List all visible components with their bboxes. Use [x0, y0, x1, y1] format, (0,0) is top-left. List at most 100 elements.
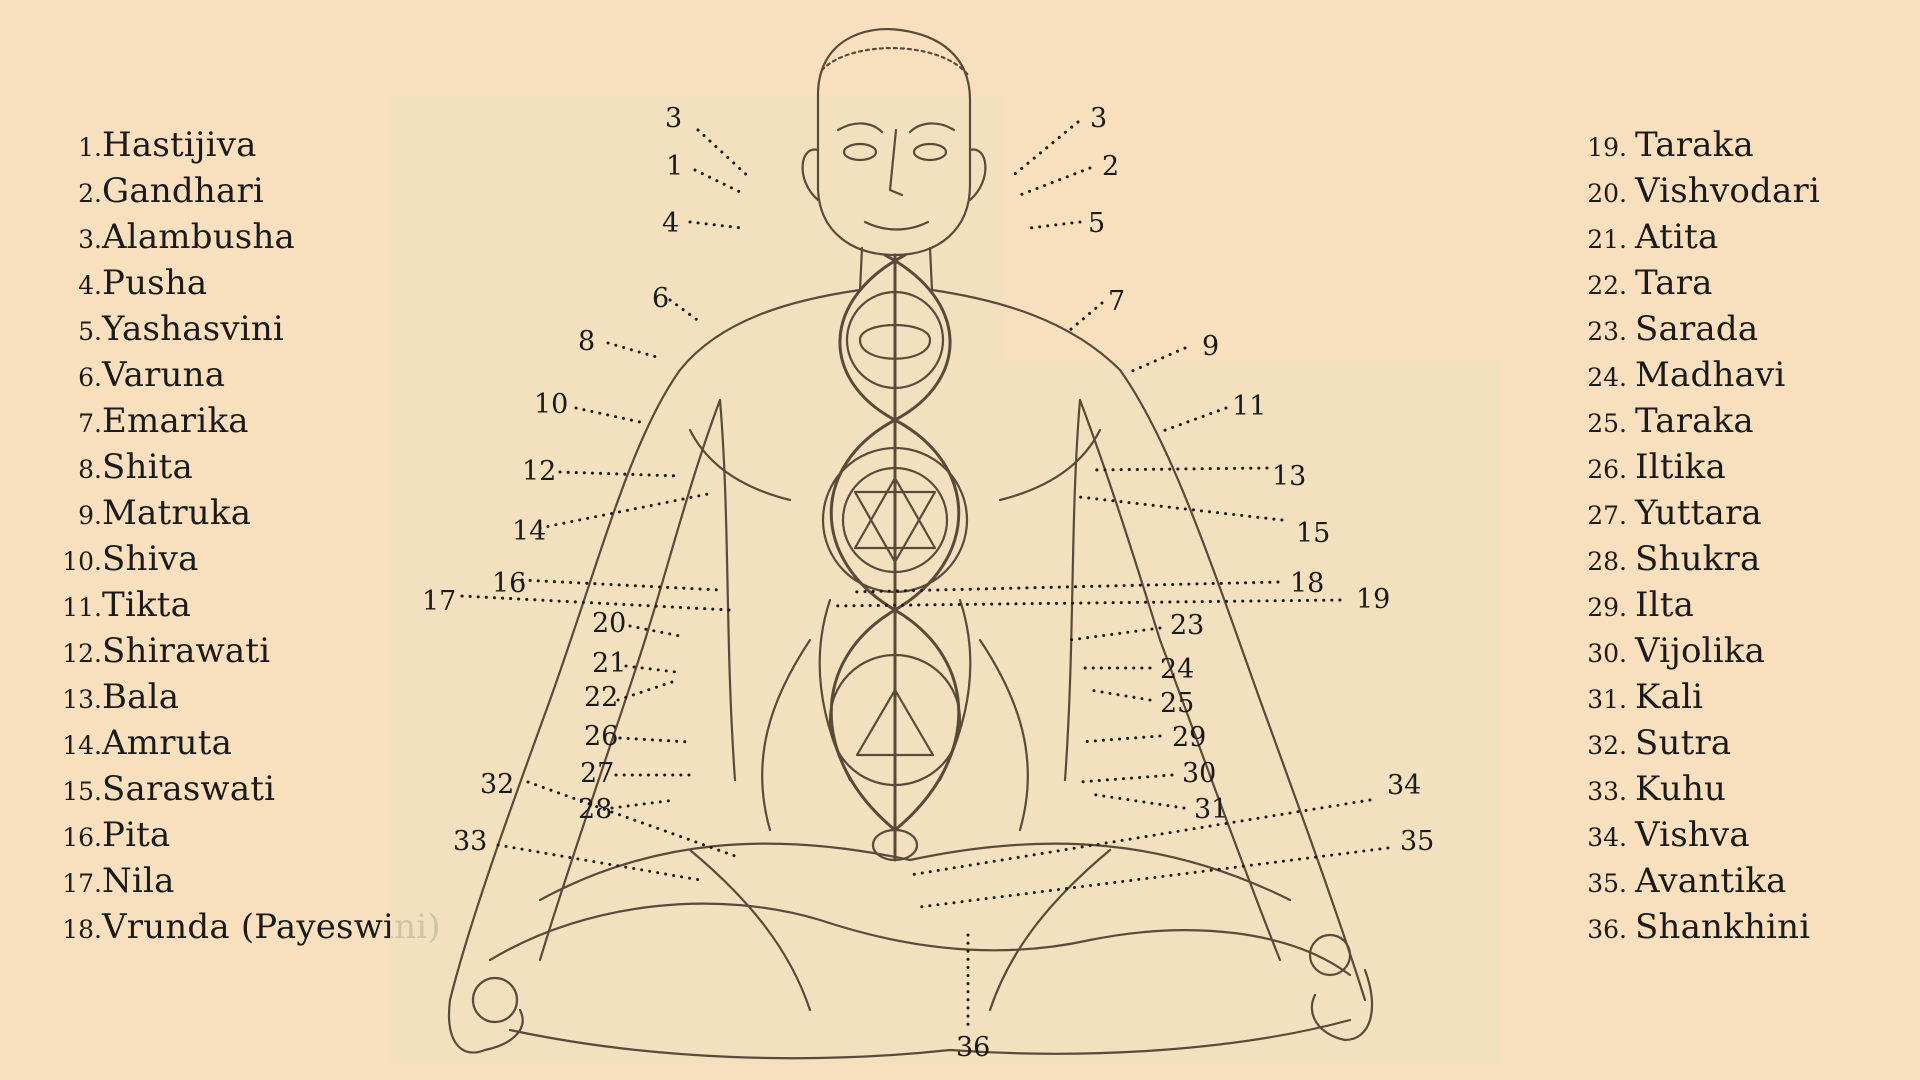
- leader-line: [668, 298, 702, 324]
- figure-number-label: 8: [578, 326, 595, 357]
- legend-number: 2.: [78, 179, 102, 208]
- legend-nadi-name: Atita: [1635, 217, 1719, 257]
- legend-number: 10.: [62, 547, 102, 576]
- legend-number: 19.: [1587, 133, 1627, 162]
- legend-item: 33.Kuhu: [1575, 766, 1905, 812]
- legend-item: 32.Sutra: [1575, 720, 1905, 766]
- figure-number-label: 31: [1194, 794, 1228, 825]
- leader-line: [606, 341, 662, 360]
- leader-line: [496, 843, 702, 882]
- legend-number: 25.: [1587, 409, 1627, 438]
- figure-number-label: 36: [956, 1032, 990, 1063]
- figure-number-label: 14: [512, 516, 546, 547]
- legend-item: 27.Yuttara: [1575, 490, 1905, 536]
- legend-number: 22.: [1587, 271, 1627, 300]
- legend-item: 28.Shukra: [1575, 536, 1905, 582]
- legend-item: 20.Vishvodari: [1575, 168, 1905, 214]
- legend-number: 32.: [1587, 731, 1627, 760]
- legend-number: 17.: [62, 869, 102, 898]
- legend-nadi-name: Hastijiva: [102, 125, 257, 165]
- leader-line: [628, 624, 682, 638]
- legend-nadi-name: Yuttara: [1635, 493, 1762, 533]
- figure-number-label: 35: [1400, 826, 1434, 857]
- legend-nadi-name: Avantika: [1635, 861, 1787, 901]
- legend-item: 7.Emarika: [40, 398, 450, 444]
- legend-nadi-name: Shukra: [1635, 539, 1761, 579]
- legend-number: 7.: [78, 409, 102, 438]
- legend-number: 33.: [1587, 777, 1627, 806]
- legend-item: 35. Avantika: [1575, 858, 1905, 904]
- figure-number-label: 32: [480, 769, 514, 800]
- legend-nadi-name: Taraka: [1635, 401, 1754, 441]
- legend-number: 1.: [78, 133, 102, 162]
- leader-line: [1078, 773, 1174, 784]
- leader-line: [693, 168, 742, 194]
- paper-background: [390, 95, 1500, 1065]
- leader-line: [1008, 120, 1080, 180]
- figure-number-label: 25: [1160, 688, 1194, 719]
- legend-number: 5.: [78, 317, 102, 346]
- legend-item: 19. Taraka: [1575, 122, 1905, 168]
- figure-number-label: 11: [1232, 391, 1266, 422]
- legend-number: 16.: [62, 823, 102, 852]
- legend-item: 2.Gandhari: [40, 168, 450, 214]
- legend-number: 35.: [1587, 869, 1627, 898]
- legend-number: 18.: [62, 915, 102, 944]
- legend-nadi-name: Amruta: [102, 723, 233, 763]
- legend-item: 8.Shita: [40, 444, 450, 490]
- legend-nadi-name: Sarada: [1635, 309, 1759, 349]
- legend-number: 6.: [78, 363, 102, 392]
- legend-item: 26.Iltika: [1575, 444, 1905, 490]
- legend-number: 14.: [62, 731, 102, 760]
- legend-number: 15.: [62, 777, 102, 806]
- legend-nadi-name: Pita: [102, 815, 171, 855]
- leader-line: [610, 798, 677, 810]
- legend-item: 21.Atita: [1575, 214, 1905, 260]
- leader-line: [848, 580, 1280, 594]
- leader-line: [1068, 626, 1162, 642]
- legend-item: 25. Taraka: [1575, 398, 1905, 444]
- legend-nadi-name: Pusha: [102, 263, 208, 303]
- legend-nadi-name: Ilta: [1635, 585, 1695, 625]
- legend-nadi-name: Tara: [1635, 263, 1713, 303]
- legend-nadi-name: Saraswati: [102, 769, 276, 809]
- legend-item: 1.Hastijiva: [40, 122, 450, 168]
- figure-number-label: 34: [1387, 770, 1421, 801]
- leader-lines: [460, 120, 1390, 1027]
- figure-number-label: 23: [1170, 610, 1204, 641]
- figure-number-label: 22: [584, 682, 618, 713]
- legend-nadi-name: Gandhari: [102, 171, 264, 211]
- figure-number-label: 7: [1108, 286, 1125, 317]
- legend-number: 29.: [1587, 593, 1627, 622]
- legend-nadi-name: Taraka: [1635, 125, 1754, 165]
- legend-item: 31.Kali: [1575, 674, 1905, 720]
- leader-line: [616, 678, 680, 702]
- legend-nadi-name: Matruka: [102, 493, 252, 533]
- legend-nadi-name: Shiva: [102, 539, 199, 579]
- legend-number: 3.: [78, 225, 102, 254]
- legend-item: 12.Shirawati: [40, 628, 450, 674]
- legend-item: 6.Varuna: [40, 352, 450, 398]
- legend-number: 31.: [1587, 685, 1627, 714]
- legend-item: 18.Vrunda (Payeswini): [40, 904, 450, 950]
- legend-item: 34.Vishva: [1575, 812, 1905, 858]
- figure-number-label: 3: [665, 103, 682, 134]
- legend-nadi-name: Vijolika: [1635, 631, 1766, 671]
- leader-line: [1028, 220, 1082, 230]
- legend-item: 14.Amruta: [40, 720, 450, 766]
- legend-number: 12.: [62, 639, 102, 668]
- figure-number-label: 16: [492, 568, 526, 599]
- leader-line: [688, 220, 744, 230]
- figure-number-label: 18: [1290, 568, 1324, 599]
- legend-nadi-name: Yashasvini: [102, 309, 284, 349]
- figure-number-label: 1: [666, 151, 683, 182]
- figure-number-label: 33: [453, 826, 487, 857]
- leader-line: [1088, 466, 1269, 472]
- figure-number-label: 19: [1356, 584, 1390, 615]
- legend-item: 10.Shiva: [40, 536, 450, 582]
- legend-number: 26.: [1587, 455, 1627, 484]
- figure-number-label: 20: [592, 608, 626, 639]
- legend-nadi-name: Nila: [102, 861, 175, 901]
- legend-number: 9.: [78, 501, 102, 530]
